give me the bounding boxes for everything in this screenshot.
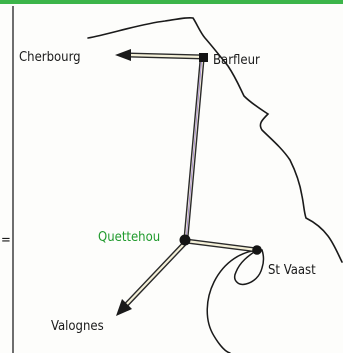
route-quettehou-st-vaast bbox=[183, 238, 260, 253]
route-quettehou-valognes bbox=[123, 241, 187, 308]
label-cherbourg: Cherbourg bbox=[19, 50, 81, 65]
label-barfleur: Barfleur bbox=[213, 53, 260, 68]
arrow-cherbourg-icon bbox=[115, 49, 131, 61]
southern-coastline bbox=[206, 249, 263, 353]
town-marker-quettehou bbox=[179, 234, 191, 246]
coastline bbox=[87, 16, 343, 263]
route-barfleur-cherbourg bbox=[125, 52, 208, 60]
route-barfleur-quettehou bbox=[183, 57, 205, 241]
town-marker-barfleur bbox=[199, 53, 208, 62]
bay-coastline bbox=[234, 249, 265, 286]
top-border bbox=[0, 0, 343, 4]
arrow-valognes-icon bbox=[116, 299, 132, 316]
town-marker-st-vaast bbox=[252, 245, 262, 255]
label-quettehou: Quettehou bbox=[98, 230, 160, 245]
margin-mark: = bbox=[1, 233, 11, 248]
label-st-vaast: St Vaast bbox=[268, 263, 316, 278]
label-valognes: Valognes bbox=[51, 319, 104, 334]
